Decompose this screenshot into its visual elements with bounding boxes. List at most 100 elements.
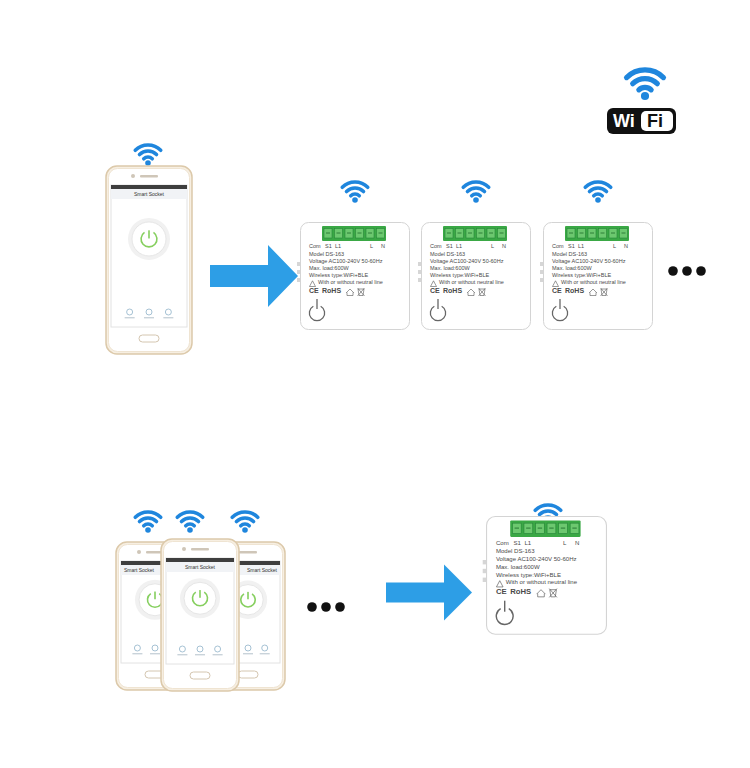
- module-print: L: [613, 244, 616, 250]
- screw-slot: [326, 233, 330, 234]
- power-symbol-bar: [247, 592, 249, 599]
- wifi-arc: [232, 512, 257, 517]
- ellipsis-dot: [696, 266, 706, 276]
- home-button: [190, 672, 210, 679]
- terminal-screw: [377, 229, 385, 239]
- module-print: Wireless type:WiFi+BLE: [430, 273, 489, 279]
- screw-slot: [337, 233, 341, 234]
- app-header: [216, 565, 280, 575]
- wifi-arc: [135, 145, 160, 150]
- wifi-arc: [535, 505, 560, 510]
- module-print: RoHS: [443, 287, 462, 294]
- module-print: Max. load:600W: [309, 266, 349, 272]
- wifi-arc: [177, 512, 202, 517]
- side-clip: [540, 262, 543, 266]
- weee-bin-icon: [358, 288, 365, 296]
- phone-camera: [131, 174, 135, 178]
- app-title: Smart Socket: [124, 568, 154, 573]
- module-print: N: [502, 244, 506, 250]
- wifi-arc: [135, 512, 160, 517]
- module-print: With or without neutral line: [506, 580, 577, 586]
- wifi-arc: [144, 524, 152, 526]
- wifi-arc: [241, 524, 249, 526]
- wifi-arc: [468, 188, 485, 192]
- indoor-use-icon: [346, 289, 354, 296]
- phone-camera: [182, 547, 186, 551]
- module-print: S1: [568, 244, 575, 250]
- module-print: Model DS-163: [309, 252, 344, 258]
- terminal-screw: [456, 229, 464, 239]
- switch-module: ComS1L1LNModel DS-163Voltage AC100-240V …: [421, 222, 531, 330]
- app-tab-icon: [179, 646, 185, 652]
- screw-slot: [458, 233, 462, 234]
- wifi-arc: [594, 194, 602, 196]
- module-print: Com: [552, 244, 564, 250]
- module-print: With or without neutral line: [561, 280, 626, 286]
- power-button: [184, 582, 216, 614]
- phone-front: [164, 542, 237, 689]
- module-print: CE: [552, 287, 562, 294]
- module-print: Voltage AC100-240V 50-60Hz: [496, 557, 577, 563]
- home-button: [238, 671, 258, 678]
- terminal-screw: [324, 229, 332, 239]
- weee-bin-icon: [549, 589, 557, 598]
- wifi-arc: [627, 70, 664, 78]
- phone-body: [211, 542, 285, 690]
- wifi-icon: [135, 512, 160, 533]
- wifi-dot: [145, 160, 151, 166]
- power-symbol-bar: [148, 230, 150, 238]
- module-housing: [422, 223, 531, 330]
- wifi-dot: [352, 197, 358, 203]
- wifi-dot: [641, 92, 649, 100]
- terminal-screw: [620, 229, 628, 239]
- wifi-icon: [232, 512, 257, 533]
- phone-body: [161, 539, 239, 691]
- warning-triangle: [496, 581, 503, 587]
- phone-speaker: [191, 548, 209, 551]
- wifi-icon: [342, 182, 367, 203]
- screw-slot: [468, 233, 472, 234]
- wifi-arc: [463, 182, 488, 187]
- wifi-arc: [540, 511, 557, 515]
- side-clip: [483, 578, 486, 582]
- button-stem: [559, 299, 560, 309]
- screw-slot: [379, 233, 383, 234]
- module-print: N: [381, 244, 385, 250]
- module-print: L1: [335, 244, 341, 250]
- terminal-block: [443, 226, 507, 241]
- phone-camera: [230, 550, 234, 554]
- terminal-screw: [570, 523, 579, 533]
- terminal-screw: [567, 229, 575, 239]
- screw-slot: [368, 233, 372, 234]
- wifi-dot: [145, 527, 151, 533]
- power-button: [132, 222, 166, 256]
- app-header: [166, 562, 234, 572]
- module-print: RoHS: [510, 588, 531, 596]
- module-housing: [544, 223, 653, 330]
- terminal-screw: [588, 229, 596, 239]
- module-print: Voltage AC100-240V 50-60Hz: [430, 259, 503, 265]
- weee-bin-icon: [601, 288, 608, 296]
- weee-bin-icon: [479, 288, 486, 296]
- phone-front: [109, 169, 190, 352]
- status-bar: [166, 558, 234, 562]
- screw-slot: [479, 233, 483, 234]
- terminal-screw: [335, 229, 343, 239]
- wifi-icon: [585, 182, 610, 203]
- app-tab-icon: [215, 646, 221, 652]
- phone-screen: [216, 561, 280, 663]
- side-clip: [297, 278, 300, 282]
- terminal-screw: [536, 523, 545, 533]
- side-clip: [297, 262, 300, 266]
- terminal-block: [565, 226, 629, 241]
- module-print: Wireless type:WiFi+BLE: [496, 572, 561, 578]
- wifi-arc: [237, 518, 254, 522]
- module-print: Com: [496, 540, 509, 546]
- terminal-screw: [524, 523, 533, 533]
- app-tab-icon: [228, 645, 234, 651]
- module-print: Wireless type:WiFi+BLE: [309, 273, 368, 279]
- wifi-icon: [177, 512, 202, 533]
